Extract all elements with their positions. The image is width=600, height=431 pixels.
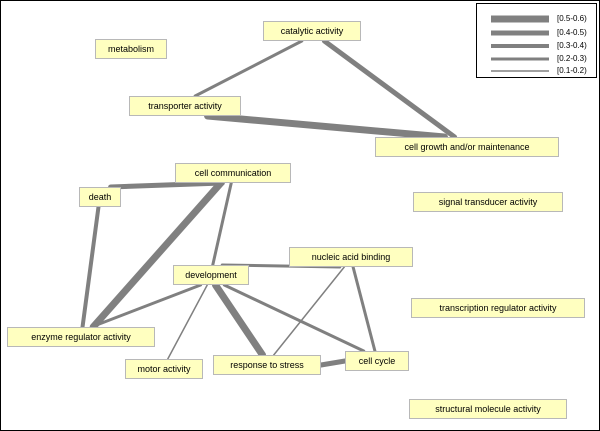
legend-label-0.2-0.3: [0.2-0.3) <box>557 54 587 63</box>
node-cell-growth-maintenance[interactable]: cell growth and/or maintenance <box>375 137 559 157</box>
edge-catalytic-growth <box>321 38 458 140</box>
legend: [0.5-0.6) [0.4-0.5) [0.3-0.4) [0.2-0.3) … <box>476 3 597 78</box>
edge-nucleic-cycle <box>351 265 377 353</box>
edge-transporter-growth <box>204 112 448 141</box>
edge-catalytic-transporter <box>193 39 304 98</box>
edge-development-cycle <box>222 283 366 353</box>
node-death[interactable]: death <box>79 187 121 207</box>
node-structural-molecule-activity[interactable]: structural molecule activity <box>409 399 567 419</box>
edge-communication-development <box>211 181 233 267</box>
legend-label-0.1-0.2: [0.1-0.2) <box>557 66 587 75</box>
legend-swatches <box>491 15 549 72</box>
node-enzyme-regulator-activity[interactable]: enzyme regulator activity <box>7 327 155 347</box>
node-nucleic-acid-binding[interactable]: nucleic acid binding <box>289 247 413 267</box>
node-motor-activity[interactable]: motor activity <box>125 359 203 379</box>
edge-development-stress <box>211 281 267 359</box>
legend-label-0.3-0.4: [0.3-0.4) <box>557 41 587 50</box>
edge-communication-death <box>108 180 225 190</box>
node-response-to-stress[interactable]: response to stress <box>213 355 321 375</box>
legend-label-0.5-0.6: [0.5-0.6) <box>557 14 587 23</box>
node-cell-communication[interactable]: cell communication <box>175 163 291 183</box>
legend-label-0.4-0.5: [0.4-0.5) <box>557 28 587 37</box>
edge-communication-enzyme <box>89 179 225 331</box>
edge-stress-cycle <box>318 358 348 368</box>
edge-death-enzyme <box>80 205 101 329</box>
edge-nucleic-stress <box>272 266 346 356</box>
edge-development-motor <box>167 284 208 360</box>
node-transcription-regulator-activity[interactable]: transcription regulator activity <box>411 298 585 318</box>
node-development[interactable]: development <box>173 265 249 285</box>
edge-development-enzyme <box>89 283 203 329</box>
node-catalytic-activity[interactable]: catalytic activity <box>263 21 361 41</box>
node-signal-transducer-activity[interactable]: signal transducer activity <box>413 192 563 212</box>
node-transporter-activity[interactable]: transporter activity <box>129 96 241 116</box>
node-cell-cycle[interactable]: cell cycle <box>345 351 409 371</box>
node-metabolism[interactable]: metabolism <box>95 39 167 59</box>
